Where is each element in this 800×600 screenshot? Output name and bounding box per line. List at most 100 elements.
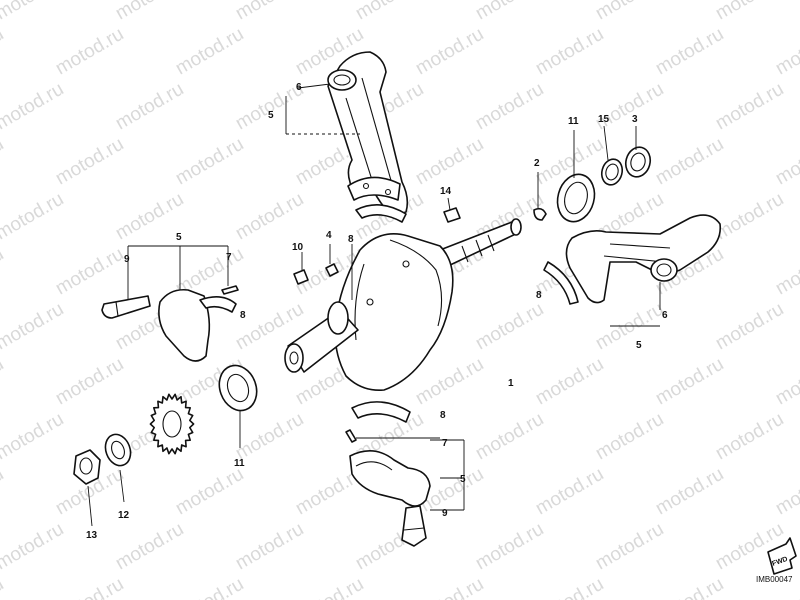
connecting-rod-top bbox=[327, 51, 409, 217]
bearing-shell-top bbox=[355, 204, 407, 223]
callout-6-right: 6 bbox=[662, 310, 668, 321]
watermark-text: motod.ru bbox=[772, 354, 800, 410]
watermark-text: motod.ru bbox=[0, 409, 67, 465]
watermark-text: motod.ru bbox=[232, 0, 307, 24]
watermark-text: motod.ru bbox=[532, 574, 607, 600]
reference-code: IMB00047 bbox=[756, 575, 793, 584]
crankshaft-gear bbox=[149, 393, 195, 455]
callout-5-left: 5 bbox=[176, 232, 182, 243]
watermark-text: motod.ru bbox=[0, 24, 7, 80]
watermark-text: motod.ru bbox=[232, 519, 307, 575]
crankshaft bbox=[284, 218, 522, 392]
watermark-text: motod.ru bbox=[52, 244, 127, 300]
watermark-text: motod.ru bbox=[0, 134, 7, 190]
watermark-text: motod.ru bbox=[172, 24, 247, 80]
watermark-text: motod.ru bbox=[112, 0, 187, 24]
watermark-text: motod.ru bbox=[772, 244, 800, 300]
watermark-text: motod.ru bbox=[652, 134, 727, 190]
watermark-text: motod.ru bbox=[52, 574, 127, 600]
watermark-text: motod.ru bbox=[772, 24, 800, 80]
watermark-text: motod.ru bbox=[0, 299, 67, 355]
watermark-text: motod.ru bbox=[52, 134, 127, 190]
bolt-left bbox=[101, 295, 151, 319]
watermark-text: motod.ru bbox=[0, 189, 67, 245]
watermark-text: motod.ru bbox=[652, 464, 727, 520]
watermark-text: motod.ru bbox=[772, 134, 800, 190]
watermark-text: motod.ru bbox=[412, 574, 487, 600]
callout-15: 15 bbox=[598, 114, 610, 125]
dowel-pin-4 bbox=[325, 263, 339, 277]
watermark-text: motod.ru bbox=[592, 519, 667, 575]
fwd-arrow-icon: FWD bbox=[767, 537, 797, 575]
callout-14: 14 bbox=[440, 186, 452, 197]
bearing-shell-bottom bbox=[351, 401, 411, 423]
watermark-text: motod.ru bbox=[592, 299, 667, 355]
small-end-bushing bbox=[327, 69, 357, 91]
watermark-text: motod.ru bbox=[292, 574, 367, 600]
watermark-text: motod.ru bbox=[532, 464, 607, 520]
thrust-washer-left bbox=[218, 364, 258, 412]
watermark-text: motod.ru bbox=[712, 0, 787, 24]
watermark-text: motod.ru bbox=[0, 0, 67, 24]
watermark-text: motod.ru bbox=[232, 409, 307, 465]
callout-8-top: 8 bbox=[348, 234, 354, 245]
watermark-text: motod.ru bbox=[472, 79, 547, 135]
watermark-text: motod.ru bbox=[412, 24, 487, 80]
ball-plug bbox=[533, 207, 547, 221]
callout-12: 12 bbox=[118, 510, 130, 521]
watermark-text: motod.ru bbox=[712, 79, 787, 135]
watermark-text: motod.ru bbox=[592, 79, 667, 135]
watermark-text: motod.ru bbox=[532, 354, 607, 410]
bolt-bottom bbox=[401, 505, 427, 547]
gear-teeth bbox=[149, 393, 195, 455]
plug-14 bbox=[443, 207, 461, 223]
watermark-text: motod.ru bbox=[172, 464, 247, 520]
pin-left bbox=[221, 285, 239, 295]
watermark-text: motod.ru bbox=[712, 299, 787, 355]
bearing-shell-right bbox=[543, 261, 579, 305]
callout-6-top: 6 bbox=[296, 82, 302, 93]
watermark-text: motod.ru bbox=[52, 24, 127, 80]
callout-labels: 1 2 3 4 5 5 5 5 6 6 7 7 8 8 8 8 9 9 10 1… bbox=[86, 82, 668, 541]
callout-11-right: 11 bbox=[568, 116, 579, 127]
watermark-text: motod.ru bbox=[712, 189, 787, 245]
callout-9-left: 9 bbox=[124, 254, 130, 265]
callout-3: 3 bbox=[632, 114, 638, 125]
callout-1: 1 bbox=[508, 378, 514, 389]
washer-12 bbox=[104, 433, 132, 467]
sealing-ring bbox=[624, 146, 652, 178]
watermark-text: motod.ru bbox=[232, 189, 307, 245]
watermark-text: motod.ru bbox=[592, 409, 667, 465]
watermark-text: motod.ru bbox=[0, 244, 7, 300]
watermark-text: motod.ru bbox=[172, 134, 247, 190]
callout-8-right: 8 bbox=[536, 290, 542, 301]
watermark-text: motod.ru bbox=[0, 354, 7, 410]
watermark-text: motod.ru bbox=[0, 79, 67, 135]
watermark-text: motod.ru bbox=[652, 574, 727, 600]
pin-bottom bbox=[345, 429, 357, 443]
watermark-text: motod.ru bbox=[652, 354, 727, 410]
watermark-text: motod.ru bbox=[472, 519, 547, 575]
watermark-text: motod.ru bbox=[652, 24, 727, 80]
watermark-text: motod.ru bbox=[592, 0, 667, 24]
gear-hub bbox=[162, 410, 182, 438]
watermark-text: motod.ru bbox=[0, 574, 7, 600]
callout-8-left: 8 bbox=[240, 310, 246, 321]
watermark-text: motod.ru bbox=[112, 519, 187, 575]
plug-10 bbox=[293, 269, 309, 285]
callout-2: 2 bbox=[534, 158, 540, 169]
connecting-rod-right bbox=[565, 214, 722, 304]
callout-7-left: 7 bbox=[226, 252, 232, 263]
bearing-shell-left bbox=[199, 296, 237, 313]
watermark-text: motod.ru bbox=[0, 519, 67, 575]
rod-cap-bottom bbox=[349, 450, 431, 507]
callout-9-bottom: 9 bbox=[442, 508, 448, 519]
watermark-text: motod.ru bbox=[472, 299, 547, 355]
callout-5-right: 5 bbox=[636, 340, 642, 351]
callout-7-bottom: 7 bbox=[442, 438, 448, 449]
circlip bbox=[600, 158, 624, 186]
watermark-text: motod.ru bbox=[352, 0, 427, 24]
watermark-text: motod.ru bbox=[472, 409, 547, 465]
callout-11-left: 11 bbox=[234, 458, 245, 469]
